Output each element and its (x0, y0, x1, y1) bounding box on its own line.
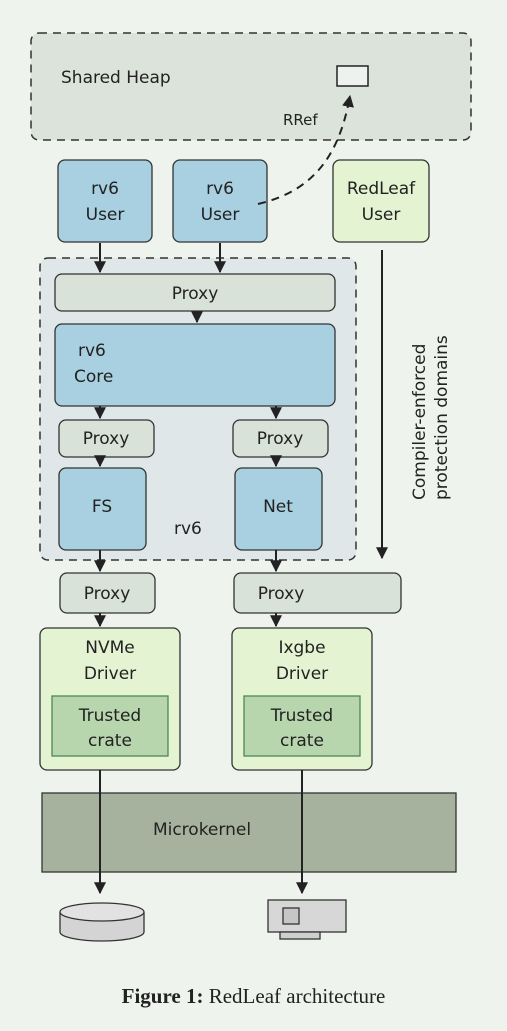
svg-text:rv6: rv6 (91, 179, 119, 199)
svg-text:Proxy: Proxy (172, 284, 219, 304)
svg-text:Core: Core (74, 367, 113, 387)
rref-object (336, 65, 369, 87)
rv6-user-box-1: rv6 User (57, 159, 153, 243)
svg-text:rv6: rv6 (206, 179, 234, 199)
svg-text:rv6: rv6 (78, 341, 106, 361)
svg-text:Microkernel: Microkernel (153, 820, 251, 840)
net-proxy-box: Proxy (232, 419, 329, 458)
nvme-proxy-box: Proxy (59, 572, 156, 614)
svg-text:FS: FS (92, 497, 112, 517)
ixgbe-proxy-box: Proxy (233, 572, 402, 614)
shared-heap-region: Shared Heap RRef (30, 32, 472, 141)
disk-icon (59, 902, 145, 942)
svg-text:Trusted: Trusted (270, 706, 333, 726)
svg-text:Driver: Driver (84, 664, 136, 684)
fs-proxy-box: Proxy (58, 419, 155, 458)
svg-text:crate: crate (280, 731, 324, 751)
svg-text:Proxy: Proxy (257, 429, 304, 449)
rref-arrow (257, 94, 354, 205)
architecture-diagram: Shared Heap RRef rv6 User rv6 User RedLe… (30, 32, 472, 942)
figure-caption: Figure 1: RedLeaf architecture (0, 984, 507, 1009)
svg-text:Proxy: Proxy (84, 584, 131, 604)
rv6-user-box-2: rv6 User (172, 159, 268, 243)
rv6-core-box: rv6 Core (54, 323, 336, 407)
svg-text:User: User (201, 205, 240, 225)
microkernel-box: Microkernel (41, 792, 457, 873)
fs-box: FS (58, 467, 147, 551)
rv6-proxy-box: Proxy (54, 273, 336, 312)
svg-text:RedLeaf: RedLeaf (347, 179, 416, 199)
svg-text:User: User (362, 205, 401, 225)
svg-text:Ixgbe: Ixgbe (278, 638, 325, 658)
rv6-domain-label: rv6 (174, 519, 202, 539)
ixgbe-driver-box: Ixgbe Driver Trusted crate (231, 627, 373, 771)
rref-label: RRef (283, 111, 318, 129)
svg-text:Net: Net (263, 497, 293, 517)
nvme-driver-box: NVMe Driver Trusted crate (39, 627, 181, 771)
svg-text:Proxy: Proxy (258, 584, 305, 604)
protection-domains-label: Compiler-enforced protection domains (410, 335, 452, 500)
nic-icon (267, 899, 347, 940)
svg-text:User: User (86, 205, 125, 225)
svg-text:Compiler-enforced: Compiler-enforced (410, 344, 430, 500)
net-box: Net (234, 467, 323, 551)
svg-text:Trusted: Trusted (78, 706, 141, 726)
caption-prefix: Figure 1: (121, 984, 204, 1008)
svg-text:Driver: Driver (276, 664, 328, 684)
svg-text:protection domains: protection domains (432, 335, 452, 500)
svg-text:NVMe: NVMe (85, 638, 134, 658)
svg-text:crate: crate (88, 731, 132, 751)
ixgbe-trusted-crate: Trusted crate (243, 695, 361, 757)
shared-heap-label: Shared Heap (61, 68, 171, 88)
flow-arrows (94, 243, 308, 895)
svg-text:Proxy: Proxy (83, 429, 130, 449)
caption-text: RedLeaf architecture (208, 984, 386, 1008)
redleaf-user-box: RedLeaf User (332, 159, 430, 243)
nvme-trusted-crate: Trusted crate (51, 695, 169, 757)
